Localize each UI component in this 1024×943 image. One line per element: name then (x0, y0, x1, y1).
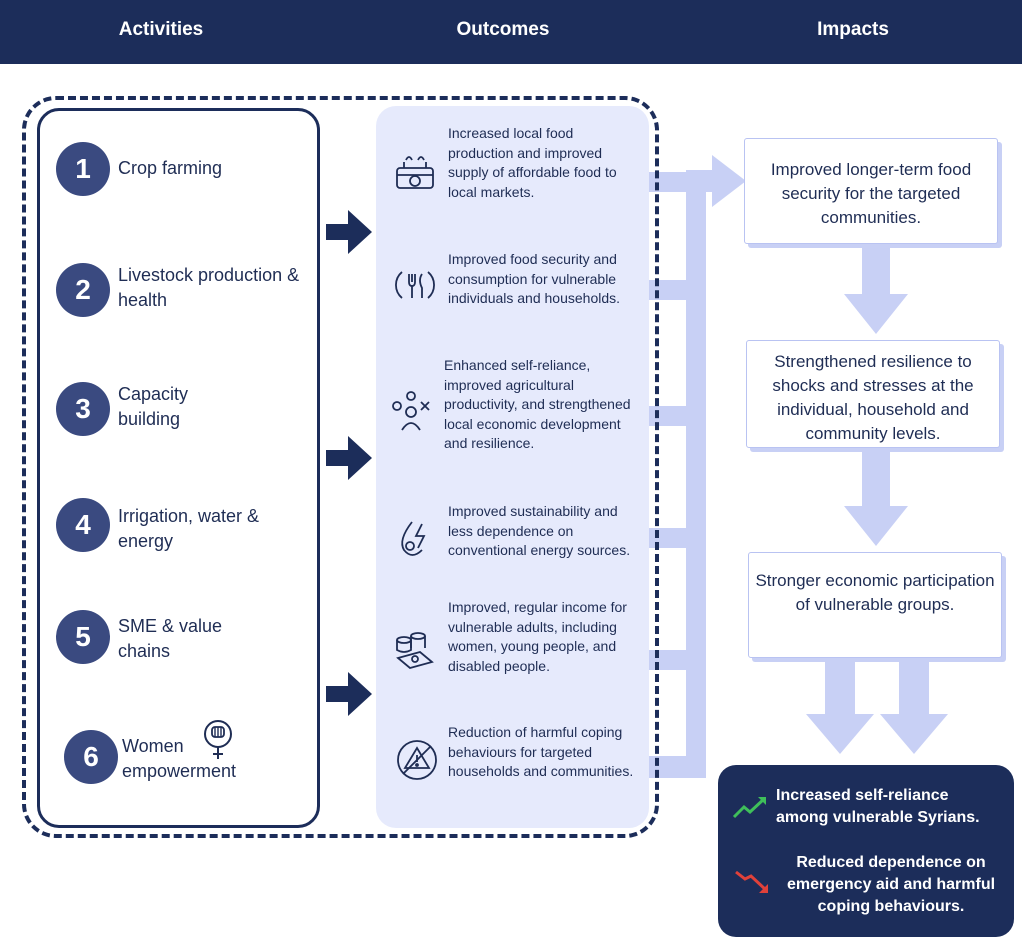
connector-stub (648, 406, 698, 426)
connector-stub (648, 650, 698, 670)
activity-women-empowerment: 6 Women empowerment (64, 730, 324, 786)
activity-irrigation: 4 Irrigation, water & energy (56, 498, 316, 554)
connector-stub (648, 172, 698, 192)
impact-text: Strengthened resilience to shocks and st… (772, 352, 974, 443)
warning-prohibited-icon (397, 740, 437, 780)
down-arrow-head (880, 714, 948, 754)
activity-crop-farming: 1 Crop farming (56, 142, 316, 198)
capacity-person-icon (392, 391, 430, 431)
activity-label: SME & value chains (118, 616, 223, 661)
food-production-icon (396, 156, 434, 189)
activity-label: Irrigation, water & energy (118, 506, 260, 551)
impacts-header: Impacts (817, 19, 889, 40)
connector-stub (648, 756, 698, 778)
activity-number: 4 (56, 498, 110, 552)
activity-number: 5 (56, 610, 110, 664)
outcome-text: Enhanced self-reliance, improved agricul… (444, 357, 631, 451)
activity-label: Capacity building (118, 384, 189, 429)
outcome-text: Increased local food production and impr… (448, 125, 617, 200)
down-arrow-shaft (862, 450, 890, 508)
arrow-icon (326, 436, 372, 480)
activity-number: 3 (56, 382, 110, 436)
final-item-self-reliance: Increased self-reliance among vulnerable… (776, 787, 980, 826)
activities-header: Activities (118, 19, 204, 40)
outcomes-panel (376, 106, 649, 828)
down-arrow-head (806, 714, 874, 754)
activity-capacity-building: 3 Capacity building (56, 382, 316, 438)
down-arrow-shaft (862, 248, 890, 296)
women-empowerment-icon (204, 720, 232, 759)
activity-sme: 5 SME & value chains (56, 610, 316, 666)
activity-label: Crop farming (118, 158, 223, 178)
money-coins-icon (396, 632, 434, 669)
activities-outcomes-frame (22, 96, 659, 838)
arrow-icon (326, 672, 372, 716)
activity-label: Women empowerment (122, 736, 237, 781)
activity-number: 6 (64, 730, 118, 784)
header-bar: Activities Outcomes Impacts (0, 0, 1022, 64)
connector-bar (686, 190, 706, 778)
connector-stub (648, 280, 698, 300)
trend-up-icon (732, 797, 766, 819)
connector-stub (686, 170, 716, 192)
impact-resilience: Strengthened resilience to shocks and st… (746, 340, 1000, 448)
down-arrow-head (844, 294, 908, 334)
activity-number: 1 (56, 142, 110, 196)
trend-down-icon (735, 870, 768, 893)
impact-text: Improved longer-term food security for t… (770, 160, 972, 227)
outcome-text: Improved, regular income for vulnerable … (448, 599, 627, 674)
impact-food-security: Improved longer-term food security for t… (744, 138, 998, 244)
down-arrow-shaft (825, 660, 855, 716)
connector-stub (648, 528, 698, 548)
down-arrow-head (844, 506, 908, 546)
final-item-reduced-dependence: Reduced dependence on emergency aid and … (786, 854, 996, 915)
arrow-icon (326, 210, 372, 254)
outcome-text: Improved sustainability and less depende… (448, 503, 631, 558)
energy-drop-icon (401, 521, 426, 556)
activity-number: 2 (56, 263, 110, 317)
down-arrow-shaft (899, 660, 929, 716)
activities-box (37, 108, 320, 828)
outcome-text: Improved food security and consumption f… (448, 251, 621, 306)
outcome-text: Reduction of harmful coping behaviours f… (448, 724, 634, 779)
impact-economic-participation: Stronger economic participation of vulne… (748, 552, 1002, 658)
fork-knife-icon (395, 271, 435, 299)
impact-text: Stronger economic participation of vulne… (755, 571, 995, 614)
activity-label: Livestock production & health (118, 265, 300, 310)
final-impact-box: Increased self-reliance among vulnerable… (718, 765, 1014, 937)
activity-livestock: 2 Livestock production & health (56, 263, 316, 319)
outcomes-header: Outcomes (456, 19, 550, 40)
arrow-to-impact (712, 155, 746, 207)
